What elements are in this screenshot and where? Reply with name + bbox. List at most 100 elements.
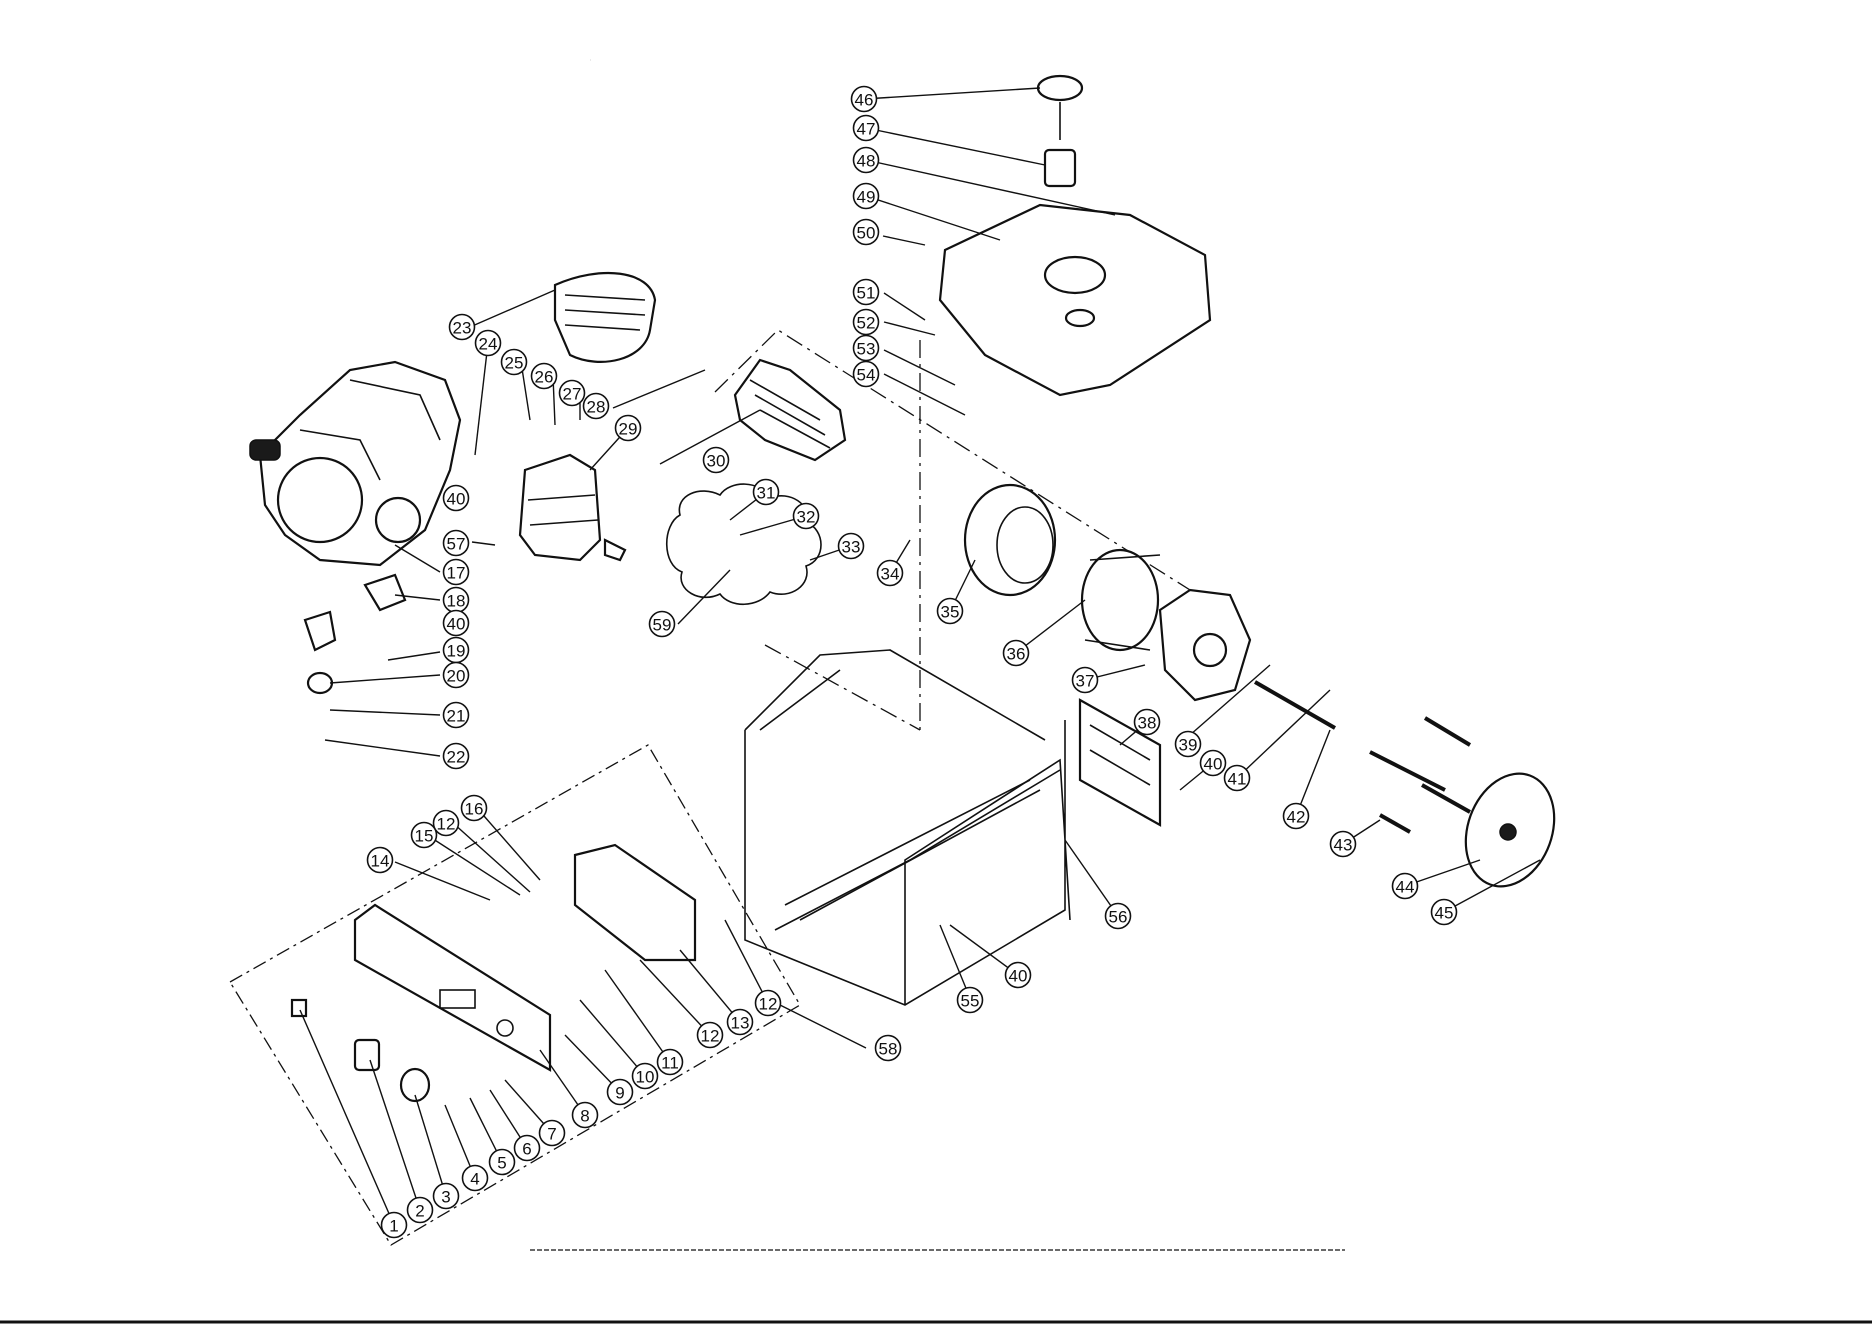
callout-label: 5 [497,1154,506,1173]
callout-label: 56 [1109,908,1128,927]
callout-40: 40 [1006,963,1031,988]
callout-53: 53 [854,336,879,361]
callout-label: 47 [857,120,876,139]
callout-label: 32 [797,508,816,527]
callout-label: 34 [881,565,900,584]
callout-label: 31 [757,484,776,503]
callout-label: 41 [1228,770,1247,789]
callout-label: 48 [857,152,876,171]
callout-40: 40 [1201,751,1226,776]
callout-label: 13 [731,1014,750,1033]
callout-23: 23 [450,315,475,340]
callout-24: 24 [476,331,501,356]
carburetor-cloud-outline [667,484,821,604]
outlet-part [355,1040,379,1070]
callout-label: 3 [441,1188,450,1207]
callout-label: 8 [580,1107,589,1126]
callout-34: 34 [878,561,903,586]
callout-55: 55 [958,988,983,1013]
callout-label: 16 [465,800,484,819]
fuel-filter-part [1045,150,1075,186]
callout-42: 42 [1284,804,1309,829]
callout-label: 28 [587,398,606,417]
callout-label: 10 [636,1068,655,1087]
callout-3: 3 [434,1184,459,1209]
callout-56: 56 [1106,904,1131,929]
callout-2: 2 [408,1198,433,1223]
callout-38: 38 [1135,710,1160,735]
callout-14: 14 [368,848,393,873]
band-part [1082,550,1160,650]
muffler-part [520,455,625,560]
callout-16: 16 [462,796,487,821]
parts [250,76,1569,1101]
callout-label: 43 [1334,836,1353,855]
callout-26: 26 [532,364,557,389]
callout-30: 30 [704,448,729,473]
callout-45: 45 [1432,900,1457,925]
callout-label: 39 [1179,736,1198,755]
callout-label: 37 [1076,672,1095,691]
callout-58: 58 [876,1036,901,1061]
callout-44: 44 [1393,874,1418,899]
callout-40: 40 [444,611,469,636]
leader-lines [300,88,1540,1225]
callout-11: 11 [658,1050,683,1075]
callout-37: 37 [1073,668,1098,693]
callout-19: 19 [444,638,469,663]
outlet-box-part [575,845,695,960]
callout-43: 43 [1331,832,1356,857]
callout-4: 4 [463,1166,488,1191]
callout-label: 23 [453,319,472,338]
callout-32: 32 [794,504,819,529]
callout-51: 51 [854,280,879,305]
callout-label: 2 [415,1202,424,1221]
callout-label: 50 [857,224,876,243]
callout-label: 14 [371,852,390,871]
callout-label: 51 [857,284,876,303]
callout-29: 29 [616,416,641,441]
callout-label: 1 [389,1217,398,1236]
callout-28: 28 [584,394,609,419]
callout-27: 27 [560,381,585,406]
fuel-cap-part [1038,76,1082,140]
callout-label: 4 [470,1170,479,1189]
callout-35: 35 [938,599,963,624]
callout-label: 26 [535,368,554,387]
callout-50: 50 [854,220,879,245]
callout-8: 8 [573,1103,598,1128]
callout-label: 21 [447,707,466,726]
rubber-mount-part [308,673,332,693]
callout-label: 52 [857,314,876,333]
bracket-part [305,612,335,650]
callout-label: 35 [941,603,960,622]
frame-part [745,650,1070,1005]
wheel-part [1451,761,1570,899]
callout-21: 21 [444,703,469,728]
callout-label: 12 [701,1027,720,1046]
engine-part [250,362,460,565]
callout-label: 7 [547,1125,556,1144]
callout-48: 48 [854,148,879,173]
callout-1: 1 [382,1213,407,1238]
callout-label: 54 [857,366,876,385]
control-panel-part [355,905,550,1070]
callout-49: 49 [854,184,879,209]
callout-9: 9 [608,1080,633,1105]
callout-18: 18 [444,588,469,613]
callout-7: 7 [540,1121,565,1146]
callout-label: 40 [1204,755,1223,774]
callout-13: 13 [728,1010,753,1035]
callout-label: 44 [1396,878,1415,897]
callout-20: 20 [444,663,469,688]
callout-label: 27 [563,385,582,404]
callout-52: 52 [854,310,879,335]
callout-6: 6 [515,1136,540,1161]
callout-54: 54 [854,362,879,387]
callout-label: 6 [522,1140,531,1159]
callout-17: 17 [444,560,469,585]
callout-label: 42 [1287,808,1306,827]
callout-label: 58 [879,1040,898,1059]
stator-part [965,485,1055,595]
